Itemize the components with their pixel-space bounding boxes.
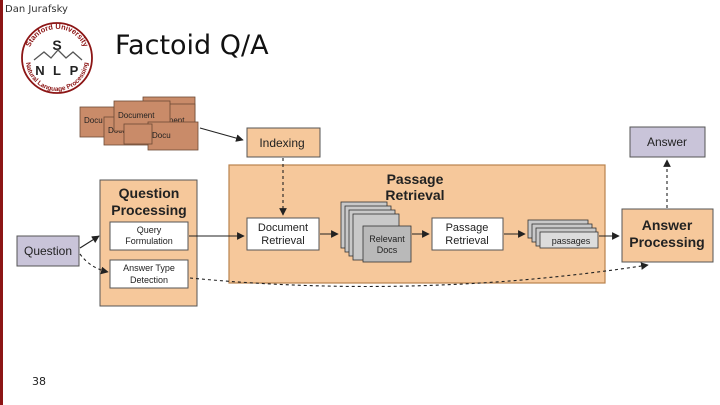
document-label: Docu [84, 116, 103, 125]
passages-stack: passages [527, 219, 599, 249]
logo-letter-l: L [53, 63, 61, 78]
question-processing-title-2: Processing [111, 202, 186, 218]
stanford-nlp-logo: Stanford University Natural Language Pro… [21, 22, 93, 94]
question-box [16, 235, 80, 267]
left-accent-bar [0, 0, 3, 405]
stack-card [539, 231, 599, 249]
passage-retrieval-title-2: Retrieval [385, 187, 444, 203]
relevant-docs-line-1: Relevant [369, 234, 405, 244]
passage-retrieval-line-2: Retrieval [445, 235, 488, 247]
passages-label: passages [552, 236, 591, 246]
answer-processing-line-1: Answer [642, 217, 693, 233]
logo-letter-s: S [52, 37, 61, 53]
logo-letter-p: P [70, 63, 79, 78]
arrow-documents-to-indexing [199, 127, 244, 142]
document-retrieval-box [246, 217, 320, 251]
question-processing-title-1: Question [119, 185, 180, 201]
query-formulation-line-1: Query [137, 225, 162, 235]
document-card [147, 121, 199, 151]
answer-box [629, 126, 706, 158]
answer-type-detection-line-2: Detection [130, 275, 168, 285]
document-retrieval-line-2: Retrieval [261, 235, 304, 247]
document-label: Document [118, 111, 155, 120]
logo-letter-n: N [35, 63, 44, 78]
document-card [123, 123, 153, 145]
indexing-box [246, 127, 321, 158]
document-retrieval-line-1: Document [258, 222, 308, 234]
logo-mountain-icon [33, 49, 83, 61]
logo-ring [21, 22, 93, 94]
indexing-label: Indexing [259, 136, 304, 150]
relevant-docs-stack: Relevant Docs [340, 201, 412, 263]
query-formulation-line-2: Formulation [125, 236, 173, 246]
answer-type-detection-box [109, 259, 189, 289]
answer-type-detection-line-1: Answer Type [123, 263, 175, 273]
arrow-answer-type-to-answer-processing [189, 262, 649, 288]
relevant-docs-line-2: Docs [377, 245, 398, 255]
page-number: 38 [32, 375, 46, 388]
stack-card [362, 225, 412, 263]
document-stack: Docu Docu Document Document Docu [79, 96, 199, 151]
arrow-question-to-query-formulation [79, 235, 100, 249]
passage-retrieval-line-1: Passage [446, 222, 489, 234]
passage-retrieval-box [431, 217, 504, 251]
passage-retrieval-title-1: Passage [387, 171, 444, 187]
question-label: Question [24, 244, 72, 258]
query-formulation-box [109, 221, 189, 251]
document-label: Docu [152, 131, 171, 140]
flow-arrows [79, 127, 671, 288]
slide-author: Dan Jurafsky [5, 4, 68, 15]
answer-processing-line-2: Processing [629, 234, 704, 250]
answer-processing-box [621, 208, 714, 263]
arrow-question-to-answer-type [79, 253, 109, 275]
slide-title: Factoid Q/A [115, 30, 269, 61]
answer-label: Answer [647, 135, 687, 149]
